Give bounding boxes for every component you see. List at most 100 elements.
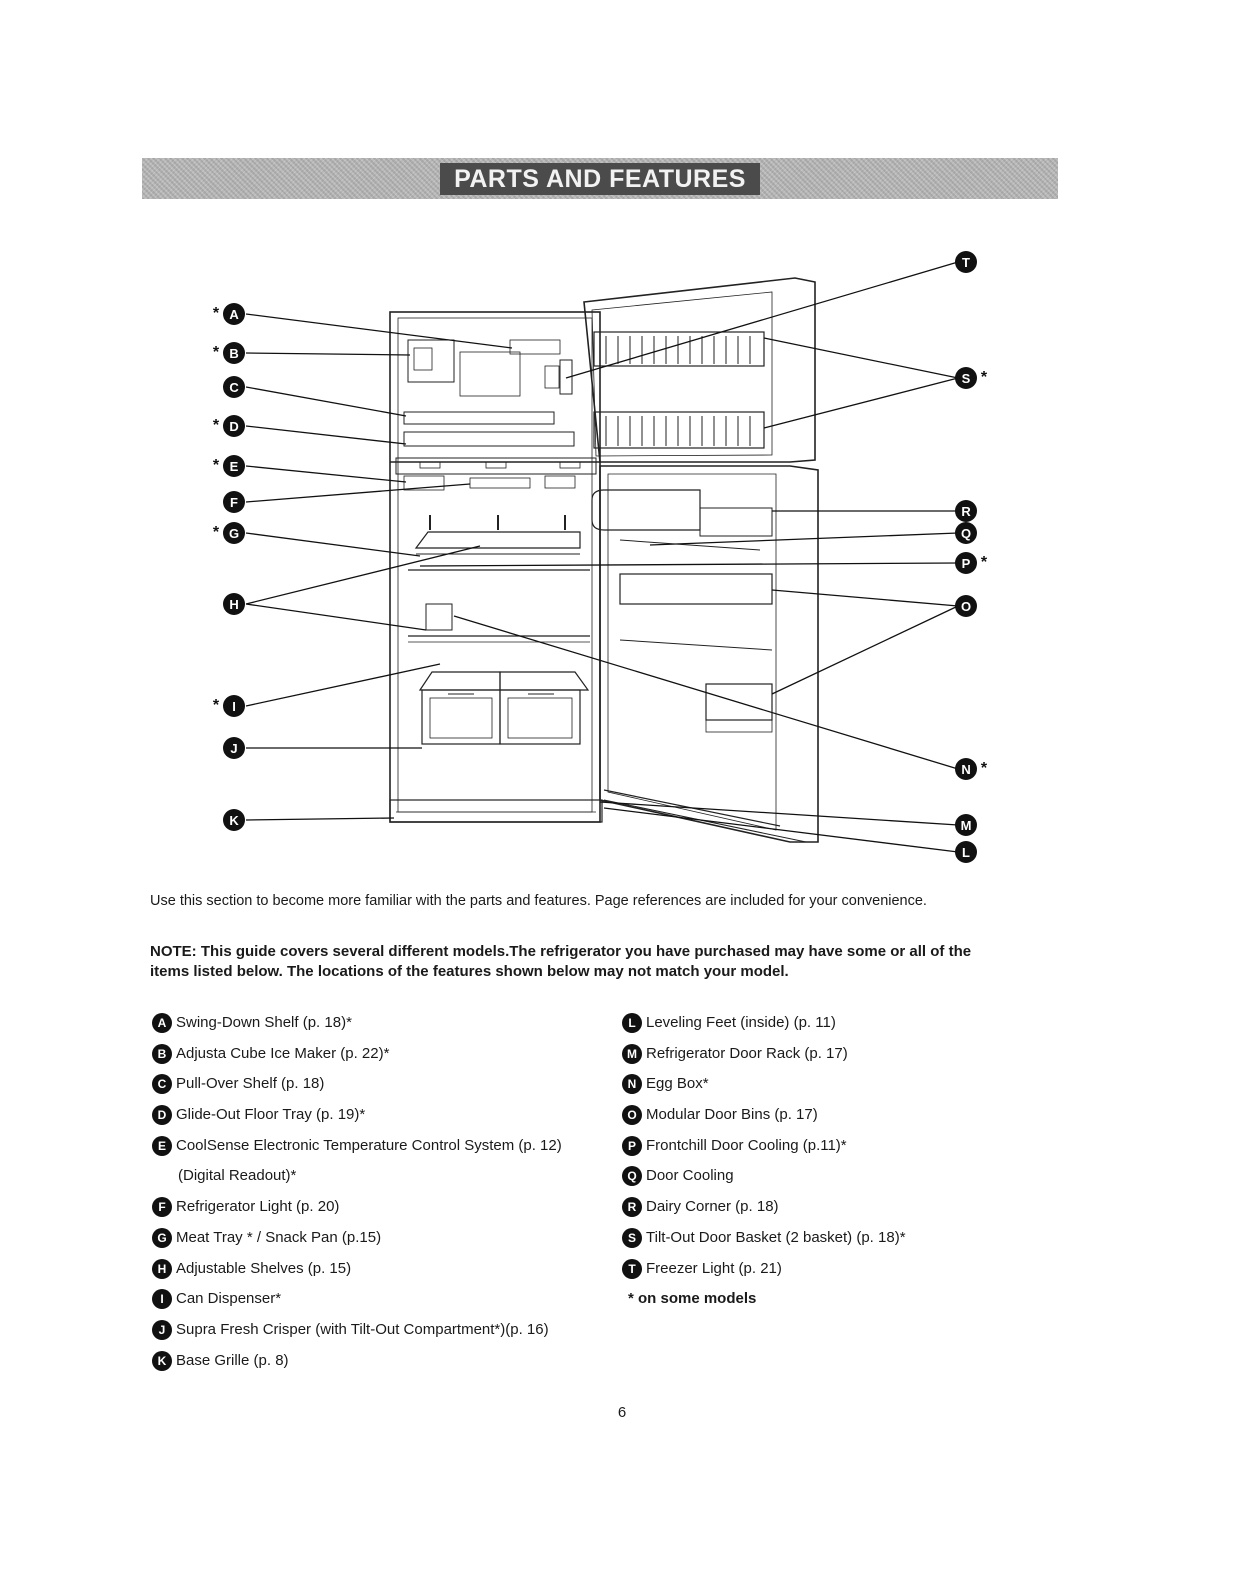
part-label: Door Cooling [646,1167,734,1185]
list-item: J Supra Fresh Crisper (with Tilt-Out Com… [152,1319,622,1351]
part-label: Supra Fresh Crisper (with Tilt-Out Compa… [176,1320,549,1338]
list-item: K Base Grille (p. 8) [152,1350,622,1382]
list-item: L Leveling Feet (inside) (p. 11) [622,1013,1022,1044]
letter-badge: S [622,1227,642,1248]
callout-r: R [955,500,977,522]
callout-b: B * [213,342,245,364]
note-text: NOTE: This guide covers several differen… [150,943,972,980]
part-label: Modular Door Bins (p. 17) [646,1106,818,1124]
svg-text:*: * [981,760,988,777]
callout-e: E * [213,455,245,477]
letter-badge: I [152,1289,172,1310]
callout-q: Q [955,522,977,544]
intro-text: Use this section to become more familiar… [150,893,927,909]
letter-badge: M [622,1043,642,1064]
callout-l: L [955,841,977,863]
svg-text:G: G [229,526,239,541]
part-label: Egg Box* [646,1075,709,1093]
part-label: Tilt-Out Door Basket (2 basket) (p. 18)* [646,1228,906,1246]
svg-text:*: * [981,369,988,386]
svg-text:L: L [962,845,970,860]
part-label: Pull-Over Shelf (p. 18) [176,1075,325,1093]
part-label: Adjusta Cube Ice Maker (p. 22)* [176,1044,390,1062]
section-banner: PARTS AND FEATURES [142,158,1058,199]
list-item: F Refrigerator Light (p. 20) [152,1197,622,1228]
part-label: CoolSense Electronic Temperature Control… [176,1136,562,1154]
page-number: 6 [617,1404,627,1421]
callout-j: J [223,737,245,759]
list-item: N Egg Box* [622,1074,1022,1105]
part-label: Frontchill Door Cooling (p.11)* [646,1136,847,1154]
svg-text:P: P [962,556,971,571]
svg-text:M: M [961,818,972,833]
callout-s: S * [955,367,988,389]
svg-text:Q: Q [961,526,971,541]
callout-h: H [223,593,245,615]
section-title: PARTS AND FEATURES [440,162,760,195]
letter-badge: G [152,1227,172,1248]
part-label: Refrigerator Door Rack (p. 17) [646,1044,848,1062]
svg-text:*: * [213,697,220,714]
list-item: S Tilt-Out Door Basket (2 basket) (p. 18… [622,1227,1022,1259]
parts-list-right: L Leveling Feet (inside) (p. 11) M Refri… [622,1013,1022,1313]
list-item: C Pull-Over Shelf (p. 18) [152,1074,622,1105]
svg-text:T: T [962,255,970,270]
letter-badge: F [152,1197,172,1218]
svg-text:A: A [229,307,239,322]
letter-badge: J [152,1319,172,1340]
letter-badge: O [622,1105,642,1126]
list-item: D Glide-Out Floor Tray (p. 19)* [152,1105,622,1136]
list-item: H Adjustable Shelves (p. 15) [152,1258,622,1290]
svg-text:B: B [229,346,238,361]
part-label: Dairy Corner (p. 18) [646,1198,779,1216]
letter-badge: B [152,1043,172,1064]
svg-text:J: J [230,741,237,756]
letter-badge: Q [622,1166,642,1187]
list-item: G Meat Tray * / Snack Pan (p.15) [152,1227,622,1259]
callout-a: A * [213,303,245,325]
svg-text:O: O [961,599,971,614]
svg-text:*: * [213,344,220,361]
callout-t: T [955,251,977,273]
svg-text:E: E [230,459,239,474]
part-label: Base Grille (p. 8) [176,1351,289,1369]
callout-n: N * [955,758,988,780]
part-label: Freezer Light (p. 21) [646,1259,782,1277]
list-item: M Refrigerator Door Rack (p. 17) [622,1043,1022,1075]
footnote: * on some models [628,1290,757,1308]
letter-badge: N [622,1074,642,1095]
svg-text:K: K [229,813,239,828]
letter-badge: A [152,1013,172,1033]
part-label: (Digital Readout)* [178,1167,297,1185]
leader-lines [245,261,959,853]
refrigerator-diagram: A * B * C D * E * F G * H I * [213,251,988,863]
callout-k: K [223,809,245,831]
svg-text:S: S [962,371,971,386]
list-item: P Frontchill Door Cooling (p.11)* [622,1135,1022,1167]
svg-text:*: * [213,417,220,434]
letter-badge: H [152,1258,172,1279]
list-item: A Swing-Down Shelf (p. 18)* [152,1013,622,1044]
part-label: Refrigerator Light (p. 20) [176,1198,340,1216]
list-item: E CoolSense Electronic Temperature Contr… [152,1135,622,1167]
letter-badge: K [152,1350,172,1371]
callout-c: C [223,376,245,398]
letter-badge: E [152,1135,172,1156]
list-item: I Can Dispenser* [152,1289,622,1320]
part-label: Meat Tray * / Snack Pan (p.15) [176,1228,382,1246]
list-item: Q Door Cooling [622,1166,1022,1197]
svg-text:F: F [230,495,238,510]
callout-p: P * [955,552,988,574]
list-item-continuation: (Digital Readout)* [152,1166,622,1197]
part-label: Leveling Feet (inside) (p. 11) [646,1014,836,1031]
part-label: Adjustable Shelves (p. 15) [176,1259,352,1277]
letter-badge: T [622,1258,642,1279]
svg-text:*: * [213,524,220,541]
list-item: O Modular Door Bins (p. 17) [622,1105,1022,1136]
callout-g: G * [213,522,245,544]
svg-text:H: H [229,597,238,612]
letter-badge: C [152,1074,172,1095]
letter-badge: R [622,1197,642,1218]
letter-badge: D [152,1105,172,1126]
part-label: Glide-Out Floor Tray (p. 19)* [176,1106,366,1124]
